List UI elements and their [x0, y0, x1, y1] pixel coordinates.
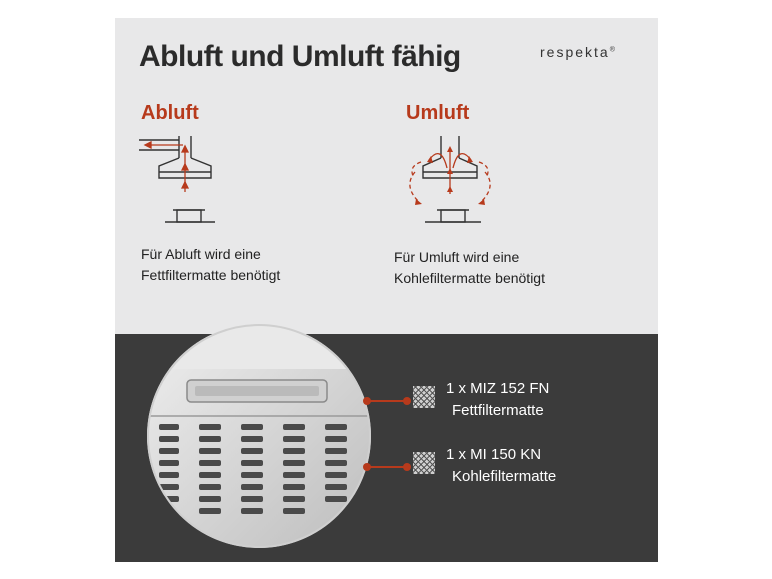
abluft-description: Für Abluft wird eine Fettfiltermatte ben…	[141, 246, 281, 283]
abluft-diagram-icon	[139, 136, 215, 223]
filter-mesh-icon	[413, 452, 435, 474]
umluft-description: Für Umluft wird eine Kohlefiltermatte be…	[394, 249, 545, 286]
umluft-diagram-icon	[409, 136, 491, 223]
filter-name: 1 x MI 150 KN	[446, 446, 542, 463]
abluft-heading: Abluft	[141, 102, 199, 124]
hood-closeup-image	[147, 324, 371, 548]
filter-name: 1 x MIZ 152 FN	[446, 380, 550, 397]
brand-logo: respekta®	[540, 44, 615, 60]
filter-type: Fettfiltermatte	[452, 402, 544, 419]
filter-mesh-icon	[413, 386, 435, 408]
page-title: Abluft und Umluft fähig	[139, 40, 461, 73]
pointer-line-fettfilter	[363, 397, 411, 405]
product-info-card: Abluft und Umluft fähig respekta® Abluft	[115, 18, 658, 562]
umluft-heading: Umluft	[406, 102, 470, 124]
top-panel: Abluft und Umluft fähig respekta® Abluft	[115, 18, 658, 334]
pointer-line-kohlefilter	[363, 463, 411, 471]
filter-type: Kohlefiltermatte	[452, 468, 557, 485]
